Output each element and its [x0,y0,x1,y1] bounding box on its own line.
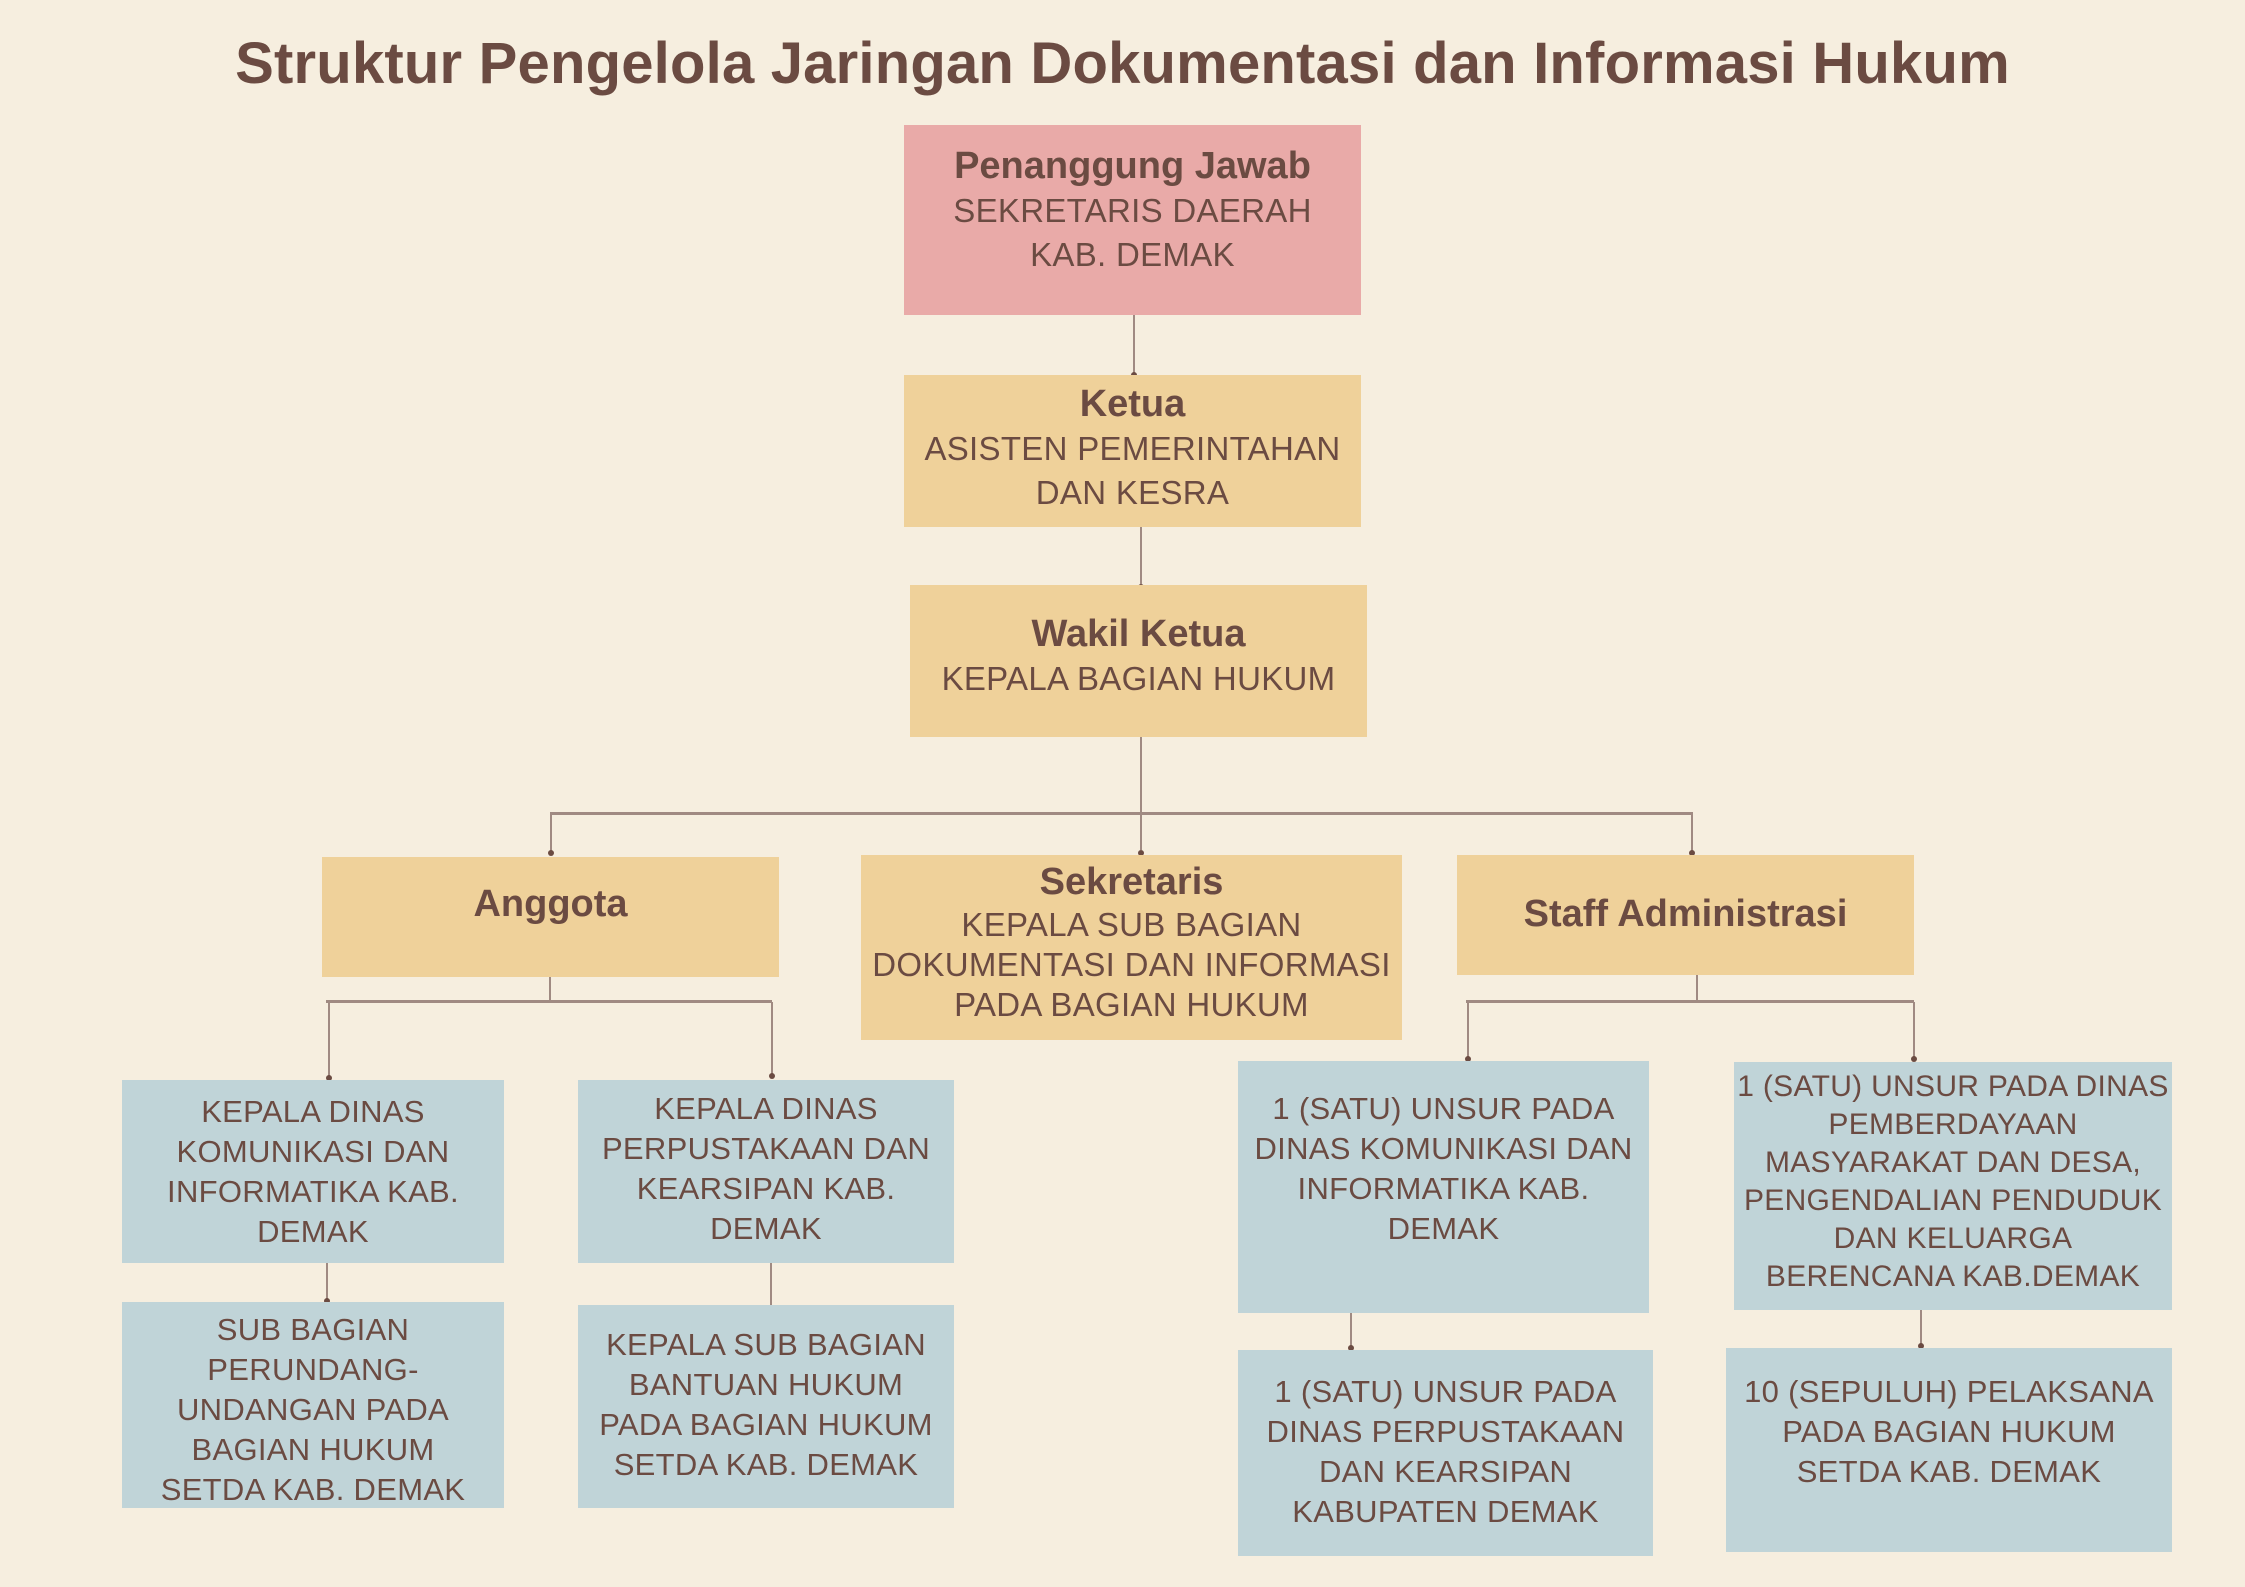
node-staff-member-2: 1 (SATU) UNSUR PADA DINAS PEMBERDAYAAN M… [1734,1062,2172,1310]
node-member-label: KEPALA DINAS KOMUNIKASI DAN INFORMATIKA … [167,1094,459,1249]
node-staff-member-3: 1 (SATU) UNSUR PADA DINAS PERPUSTAKAAN D… [1238,1350,1653,1556]
node-staff-member-4: 10 (SEPULUH) PELAKSANA PADA BAGIAN HUKUM… [1726,1348,2172,1552]
connector-dot [548,850,554,856]
node-role-label: Ketua [1079,383,1186,425]
node-role-label: Sekretaris [1039,861,1224,903]
node-sekretaris: Sekretaris KEPALA SUB BAGIAN DOKUMENTASI… [861,855,1402,1040]
node-anggota-member-1: KEPALA DINAS KOMUNIKASI DAN INFORMATIKA … [122,1080,504,1263]
node-member-label: 1 (SATU) UNSUR PADA DINAS PEMBERDAYAAN M… [1737,1070,2169,1293]
connector-level3-bus [550,812,1692,815]
node-anggota-member-4: KEPALA SUB BAGIAN BANTUAN HUKUM PADA BAG… [578,1305,954,1508]
connector-anggota-1-3 [326,1262,328,1302]
node-anggota-member-3: SUB BAGIAN PERUNDANG- UNDANGAN PADA BAGI… [122,1302,504,1508]
connector-staff-branch [1696,975,1698,1001]
node-role-label: Anggota [473,883,628,925]
connector-to-staff-2 [1913,1002,1915,1060]
connector-dot [1465,1056,1471,1062]
connector-to-staff-1 [1467,1002,1469,1060]
node-member-label: KEPALA DINAS PERPUSTAKAAN DAN KEARSIPAN … [601,1091,931,1246]
node-penanggung-jawab: Penanggung Jawab SEKRETARIS DAERAH KAB. … [904,125,1361,315]
connector-staff-1-3 [1350,1312,1352,1348]
connector-anggota-2-4 [770,1262,772,1310]
node-role-label: Staff Administrasi [1523,893,1848,935]
connector-anggota-bus [326,1000,772,1003]
node-role-label: Penanggung Jawab [954,145,1311,187]
connector-dot [769,1073,775,1079]
node-staff-administrasi: Staff Administrasi [1457,855,1914,975]
node-ketua: Ketua ASISTEN PEMERINTAHAN DAN KESRA [904,375,1361,527]
connector-pj-ketua [1133,315,1135,377]
node-member-label: SUB BAGIAN PERUNDANG- UNDANGAN PADA BAGI… [160,1312,466,1507]
node-anggota-member-2: KEPALA DINAS PERPUSTAKAAN DAN KEARSIPAN … [578,1080,954,1263]
connector-staff-bus [1466,1000,1914,1003]
node-wakil-ketua: Wakil Ketua KEPALA BAGIAN HUKUM [910,585,1367,737]
connector-staff-2-4 [1920,1310,1922,1347]
connector-dot [1138,850,1144,856]
node-role-label: Wakil Ketua [1031,613,1246,655]
node-staff-member-1: 1 (SATU) UNSUR PADA DINAS KOMUNIKASI DAN… [1238,1061,1649,1313]
connector-to-anggota-2 [771,1002,773,1076]
connector-dot [1689,850,1695,856]
connector-wakil-branch [1140,735,1142,850]
node-holder-label: KEPALA SUB BAGIAN DOKUMENTASI DAN INFORM… [872,906,1391,1023]
connector-to-anggota-1 [328,1002,330,1078]
connector-dot [1911,1056,1917,1062]
connector-to-anggota [550,812,552,854]
connector-dot [1348,1345,1354,1351]
connector-dot [1918,1343,1924,1349]
node-member-label: KEPALA SUB BAGIAN BANTUAN HUKUM PADA BAG… [599,1327,933,1482]
connector-ketua-wakil [1140,510,1142,584]
connector-dot [326,1075,332,1081]
node-holder-label: KEPALA BAGIAN HUKUM [941,660,1336,697]
node-anggota: Anggota [322,857,779,977]
node-member-label: 1 (SATU) UNSUR PADA DINAS KOMUNIKASI DAN… [1254,1091,1633,1246]
node-holder-label: ASISTEN PEMERINTAHAN DAN KESRA [924,430,1341,511]
chart-title: Struktur Pengelola Jaringan Dokumentasi … [235,31,2010,96]
node-holder-label: SEKRETARIS DAERAH KAB. DEMAK [953,192,1312,273]
connector-dot [324,1298,330,1304]
node-member-label: 10 (SEPULUH) PELAKSANA PADA BAGIAN HUKUM… [1744,1374,2154,1489]
connector-anggota-branch [549,975,551,1002]
node-member-label: 1 (SATU) UNSUR PADA DINAS PERPUSTAKAAN D… [1266,1374,1625,1529]
connector-to-staff [1691,812,1693,854]
